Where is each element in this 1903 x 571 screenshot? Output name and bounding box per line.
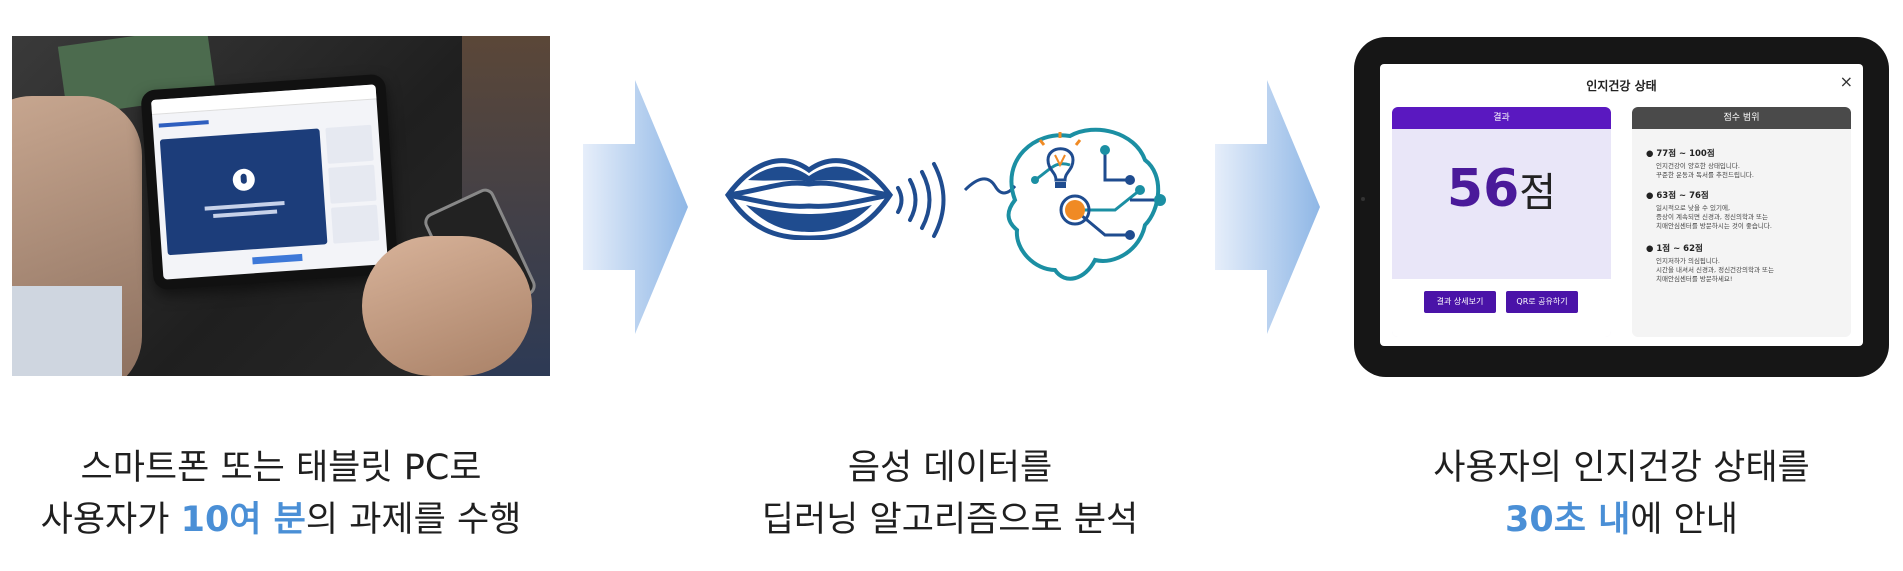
range-title: ● 63점 ~ 76점 (1646, 191, 1709, 201)
result-card: 결과 56점 결과 상세보기 QR로 공유하기 (1392, 107, 1611, 337)
arrow-right-icon (583, 80, 688, 334)
range-desc: 일시적으로 낮을 수 있기에, 증상이 계속되면 신경과, 정신의학과 또는 치… (1656, 204, 1772, 230)
step2-caption-line2: 딥러닝 알고리즘으로 분석 (761, 500, 1139, 540)
result-title: 인지건강 상태 (1586, 79, 1657, 93)
range-desc: 인지저하가 의심됩니다. 시간을 내셔서 신경과, 정신건강의학과 또는 치매안… (1656, 257, 1774, 283)
range-header: 점수 범위 (1632, 107, 1851, 129)
range-card: 점수 범위 ● 77점 ~ 100점 인지건강이 양호한 상태입니다. 꾸준한 … (1632, 107, 1851, 337)
microphone-icon (232, 168, 256, 192)
score-unit: 점 (1519, 170, 1557, 216)
step3-caption-line1: 사용자의 인지건강 상태를 (1433, 448, 1810, 488)
photo-progress (252, 253, 303, 265)
range-title: ● 77점 ~ 100점 (1646, 149, 1715, 159)
step2-caption: 음성 데이터를 딥러닝 알고리즘으로 분석 (700, 442, 1200, 546)
qr-share-button[interactable]: QR로 공유하기 (1506, 291, 1578, 313)
detail-button[interactable]: 결과 상세보기 (1424, 291, 1496, 313)
result-tablet: 인지건강 상태 × 결과 56점 결과 상세보기 QR로 공유하기 점수 범위 … (1354, 37, 1889, 377)
range-item: ● 1점 ~ 62점 인지저하가 의심됩니다. 시간을 내셔서 신경과, 정신건… (1646, 242, 1846, 284)
photo-sleeve (12, 286, 122, 376)
result-screen: 인지건강 상태 × 결과 56점 결과 상세보기 QR로 공유하기 점수 범위 … (1380, 64, 1863, 346)
camera-dot (1361, 197, 1365, 201)
step1-caption: 스마트폰 또는 태블릿 PC로 사용자가 10여 분의 과제를 수행 (12, 442, 550, 546)
score-value: 56 (1446, 159, 1520, 219)
photo-hand (362, 236, 532, 376)
step3-caption-line2: 30초 내에 안내 (1504, 500, 1739, 540)
step2-caption-line1: 음성 데이터를 (847, 448, 1053, 488)
range-desc: 인지건강이 양호한 상태입니다. 꾸준한 운동과 독서를 추천드립니다. (1656, 162, 1754, 179)
score-display: 56점 (1392, 159, 1611, 219)
lips-icon (724, 158, 894, 240)
photo-tablet (140, 73, 399, 291)
step3-caption: 사용자의 인지건강 상태를 30초 내에 안내 (1354, 442, 1889, 546)
brain-circuit-icon (963, 127, 1166, 281)
sound-wave-icon (896, 162, 946, 238)
result-header: 결과 (1392, 107, 1611, 129)
photo-task-panel (159, 128, 328, 256)
step1-caption-line2: 사용자가 10여 분의 과제를 수행 (40, 500, 522, 540)
tablet-usage-photo (12, 36, 550, 376)
photo-tablet-screen (150, 84, 389, 280)
step1-caption-line1: 스마트폰 또는 태블릿 PC로 (80, 448, 482, 488)
range-item: ● 77점 ~ 100점 인지건강이 양호한 상태입니다. 꾸준한 운동과 독서… (1646, 147, 1846, 180)
close-icon[interactable]: × (1839, 72, 1853, 91)
range-item: ● 63점 ~ 76점 일시적으로 낮을 수 있기에, 증상이 계속되면 신경과… (1646, 189, 1846, 231)
arrow-right-icon-2 (1215, 80, 1320, 334)
range-title: ● 1점 ~ 62점 (1646, 244, 1703, 254)
